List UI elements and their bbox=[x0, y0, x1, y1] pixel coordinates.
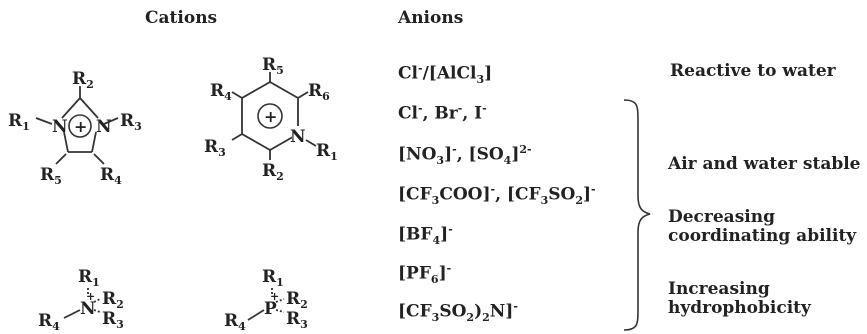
charge-ring-icon bbox=[257, 103, 283, 129]
note-coordinating-line2: coordinating ability bbox=[668, 226, 857, 246]
substituent-r4: R4 bbox=[224, 311, 246, 333]
plus-sign: + bbox=[264, 107, 277, 126]
brace-icon bbox=[623, 99, 651, 331]
note-hydrophobicity: Increasing hydrophobicity bbox=[668, 280, 811, 318]
substituent-r2: R2 bbox=[72, 69, 94, 91]
cations-header: Cations bbox=[145, 8, 218, 28]
nitrogen-right: N bbox=[96, 117, 112, 137]
plus-sign: + bbox=[74, 117, 87, 136]
anion-nitrate-sulfate: [NO3]-, [SO4]2- bbox=[398, 143, 532, 168]
substituent-r1: R1 bbox=[262, 267, 284, 289]
anion-halides: Cl-, Br-, I- bbox=[398, 102, 487, 124]
substituent-r4: R4 bbox=[100, 165, 122, 187]
anion-trifluoroacetate-triflinate: [CF3COO]-, [CF3SO2]- bbox=[398, 183, 596, 208]
nitrogen: N bbox=[290, 127, 306, 147]
note-coordinating-ability: Decreasing coordinating ability bbox=[668, 208, 856, 246]
note-coordinating-line1: Decreasing bbox=[668, 207, 775, 227]
central-nitrogen: N bbox=[80, 299, 96, 319]
nitrogen-left: N bbox=[52, 117, 68, 137]
anion-bistriflimide: [CF3SO2)2N]- bbox=[398, 300, 518, 325]
anion-hexafluorophosphate: [PF6]- bbox=[398, 262, 452, 287]
imidazolium-structure: + N N R2 R1 R3 R5 R4 bbox=[8, 69, 142, 187]
anion-chloroaluminate: Cl-/[AlCl3] bbox=[398, 62, 493, 87]
substituent-r5: R5 bbox=[262, 55, 284, 77]
substituent-r1: R1 bbox=[8, 111, 30, 133]
substituent-r2: R2 bbox=[286, 289, 308, 311]
note-hydrophobicity-line2: hydrophobicity bbox=[668, 298, 811, 318]
anions-header: Anions bbox=[398, 8, 464, 28]
note-air-water-stable: Air and water stable bbox=[668, 154, 861, 174]
anion-tetrafluoroborate: [BF4]- bbox=[398, 223, 453, 248]
central-phosphorus: P bbox=[264, 299, 277, 319]
substituent-r2: R2 bbox=[102, 289, 124, 311]
substituent-r1: R1 bbox=[316, 141, 338, 163]
substituent-r3: R3 bbox=[102, 309, 124, 331]
substituent-r1: R1 bbox=[78, 267, 100, 289]
ammonium-structure: R1 N + R2 R3 R4 bbox=[38, 267, 124, 333]
phosphonium-structure: R1 P + R2 R3 R4 bbox=[224, 267, 308, 333]
note-hydrophobicity-line1: Increasing bbox=[668, 279, 770, 299]
substituent-r3: R3 bbox=[286, 309, 308, 331]
substituent-r5: R5 bbox=[40, 165, 62, 187]
substituent-r4: R4 bbox=[38, 311, 60, 333]
substituent-r6: R6 bbox=[308, 81, 330, 103]
note-reactive-to-water: Reactive to water bbox=[670, 61, 836, 81]
plus-sign: + bbox=[86, 290, 95, 303]
charge-ring-icon bbox=[68, 114, 92, 138]
pyridinium-structure: + N R5 R4 R6 R3 R1 R2 bbox=[204, 55, 338, 183]
substituent-r3: R3 bbox=[204, 137, 226, 159]
substituent-r2: R2 bbox=[262, 161, 284, 183]
substituent-r4: R4 bbox=[210, 81, 232, 103]
substituent-r3: R3 bbox=[120, 111, 142, 133]
plus-sign: + bbox=[270, 290, 279, 303]
